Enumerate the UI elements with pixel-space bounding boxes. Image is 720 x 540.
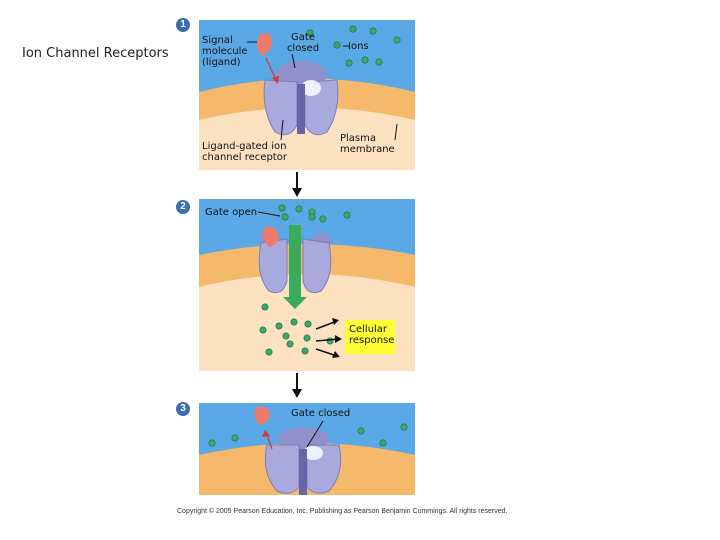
signal-molecule-icon <box>257 33 272 56</box>
ion-dot-icon <box>208 439 216 447</box>
ion-dot-icon <box>301 347 309 355</box>
step-3-panel <box>199 403 415 495</box>
ion-dot-icon <box>379 439 387 447</box>
ion-dot-icon <box>400 423 408 431</box>
release-arrow <box>266 434 273 450</box>
signal-molecule-label: Signal molecule (ligand) <box>202 35 248 68</box>
binding-arrow <box>265 57 277 81</box>
ion-dot-icon <box>281 213 289 221</box>
ion-flow-arrow <box>283 225 307 309</box>
cellular-response-label: Cellular response <box>349 324 395 346</box>
step-1-illustration <box>199 20 415 170</box>
ion-dot-icon <box>306 29 314 37</box>
step-3-badge: 3 <box>176 402 190 416</box>
gate-leader-line <box>291 53 296 69</box>
cytoplasm <box>199 107 415 170</box>
cellular-response-arrowheads <box>332 318 342 358</box>
slide-title: Ion Channel Receptors <box>22 46 169 61</box>
signal-molecule-icon <box>254 406 270 425</box>
ion-dot-icon <box>261 303 269 311</box>
ion-dot-icon <box>333 41 341 49</box>
ion-dot-icon <box>343 211 351 219</box>
ion-dot-icon <box>290 318 298 326</box>
ion-dot-icon <box>265 348 273 356</box>
gate-closed-leader-line <box>306 420 324 448</box>
ion-dot-icon <box>303 334 311 342</box>
receptor-label: Ligand-gated ion channel receptor <box>202 141 287 163</box>
ion-dot-icon <box>286 340 294 348</box>
ion-channel-receptor-closed <box>263 61 339 136</box>
cellular-response-highlight <box>345 320 395 354</box>
gate-closed-label-1: Gate closed <box>286 32 320 54</box>
step-1-to-2-arrow <box>292 172 302 197</box>
ion-dot-icon <box>308 213 316 221</box>
ion-dot-icon <box>231 434 239 442</box>
ion-dot-icon <box>275 322 283 330</box>
step-1-badge: 1 <box>176 18 190 32</box>
signal-molecule-icon <box>262 226 279 247</box>
ion-dot-icon <box>304 320 312 328</box>
receptor-leader-line <box>280 119 284 141</box>
release-arrow-head <box>262 430 270 437</box>
membrane-leader-line <box>394 123 398 141</box>
ion-dot-icon <box>282 332 290 340</box>
binding-arrow-head <box>272 76 279 84</box>
step-1-panel <box>199 20 415 170</box>
ion-dot-icon <box>369 27 377 35</box>
ion-dot-icon <box>393 36 401 44</box>
ion-dot-icon <box>278 204 286 212</box>
ion-dot-icon <box>375 58 383 66</box>
ion-dot-icon <box>319 215 327 223</box>
step-3-illustration <box>199 403 415 495</box>
step-2-to-3-arrow <box>292 373 302 398</box>
gate-open-label: Gate open <box>205 207 258 218</box>
ion-dot-icon <box>345 59 353 67</box>
plasma-membrane-label: Plasma membrane <box>340 133 395 155</box>
copyright-footer: Copyright © 2005 Pearson Education, Inc.… <box>177 508 508 515</box>
ions-group <box>306 25 401 67</box>
ion-dot-icon <box>259 326 267 334</box>
step-2-badge: 2 <box>176 200 190 214</box>
ion-dot-icon <box>295 205 303 213</box>
gate-closed-label-3: Gate closed <box>291 408 351 419</box>
ion-dot-icon <box>326 337 334 345</box>
ions-label: Ions <box>348 41 369 52</box>
ion-dot-icon <box>357 427 365 435</box>
ion-dot-icon <box>361 56 369 64</box>
ions-group <box>208 423 408 447</box>
gate-open-leader-line <box>258 211 281 217</box>
ion-dot-icon <box>349 25 357 33</box>
ions-group <box>259 204 351 356</box>
